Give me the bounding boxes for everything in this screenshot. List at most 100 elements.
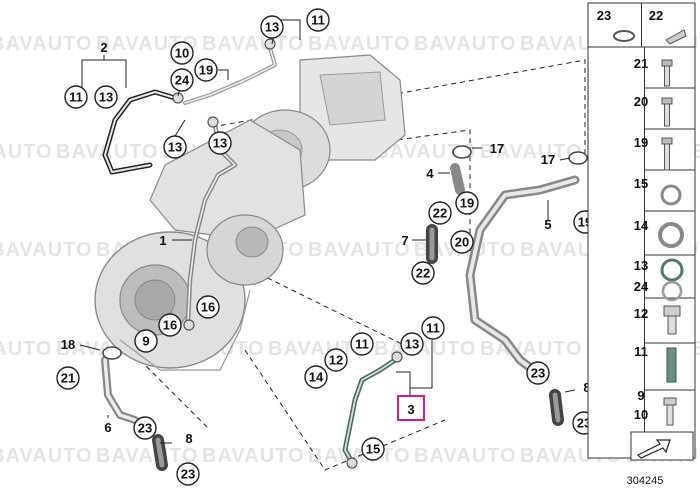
callout-c23b[interactable]: 23	[176, 462, 200, 486]
callout-c23c[interactable]: 23	[526, 361, 550, 385]
banjo-bolt-left	[172, 92, 184, 104]
gasket-part-17-right	[568, 151, 588, 165]
callout-c13a[interactable]: 13	[260, 15, 284, 39]
side-panel-number-p11[interactable]: 11	[634, 344, 648, 359]
callout-circle	[196, 295, 220, 319]
callout-c11d[interactable]: 11	[421, 316, 445, 340]
callout-c19b[interactable]: 19	[455, 191, 479, 215]
side-panel-number-p9[interactable]: 9	[637, 388, 644, 403]
leader-2-right	[104, 59, 127, 88]
callout-circle	[304, 365, 328, 389]
part-label-l18[interactable]: 18	[61, 337, 75, 352]
leader-17b	[559, 157, 571, 161]
compressor-outlet	[235, 226, 269, 258]
side-panel-number-p21[interactable]: 21	[634, 56, 648, 71]
callout-c11a[interactable]: 11	[306, 8, 330, 32]
highlight-frame	[397, 395, 425, 421]
callout-number: 11	[426, 321, 440, 336]
part-label-l1[interactable]: 1	[159, 233, 166, 248]
watermark-text: BAVAUTO	[0, 445, 93, 467]
callout-circle	[208, 131, 232, 155]
callout-c16b[interactable]: 16	[158, 313, 182, 337]
callout-number: 23	[181, 467, 195, 482]
upper-actuator-plate	[319, 71, 386, 126]
green-seal-ring-icon	[660, 258, 684, 282]
callout-circle	[450, 230, 474, 254]
callout-number: 11	[69, 90, 83, 105]
bolt-shank-icon	[664, 143, 670, 171]
callout-c10[interactable]: 10	[170, 41, 194, 65]
leader-dashed-mid	[234, 261, 411, 349]
side-panel-number-p13[interactable]: 13	[634, 258, 648, 273]
side-panel-number-p10[interactable]: 10	[634, 407, 648, 422]
callout-c13e[interactable]: 13	[400, 332, 424, 356]
part-label-l4[interactable]: 4	[426, 166, 434, 181]
callout-number: 19	[460, 196, 474, 211]
callout-c19a[interactable]: 19	[194, 58, 218, 82]
callout-circle	[400, 332, 424, 356]
leader-dashed-left	[139, 359, 211, 431]
callout-c11b[interactable]: 11	[64, 85, 88, 109]
leader-3-left	[396, 371, 411, 395]
callout-number: 9	[142, 334, 149, 349]
side-panel-number-p22[interactable]: 22	[649, 8, 663, 23]
callout-circle	[170, 41, 194, 65]
oil-feed-pipe-top-highlight	[184, 47, 276, 104]
plain-label-group: 2 17 17 4 5 7 1 18 6 8 8	[61, 40, 591, 446]
highlighted-part-box[interactable]: 3	[397, 395, 425, 421]
part-label-l2[interactable]: 2	[100, 40, 107, 55]
callout-number: 22	[416, 266, 430, 281]
callout-number: 23	[531, 366, 545, 381]
side-panel-number-p14[interactable]: 14	[634, 218, 649, 233]
part-label-l8a[interactable]: 8	[185, 431, 192, 446]
callout-circle	[194, 58, 218, 82]
side-panel-number-p23[interactable]: 23	[597, 8, 611, 23]
watermark-text: BAVAUTO	[308, 33, 411, 55]
banjo-bolt-thread-icon	[667, 315, 677, 335]
part-label-l17b[interactable]: 17	[541, 152, 555, 167]
callout-c13d[interactable]: 13	[208, 131, 232, 155]
highlighted-part-number: 3	[407, 402, 414, 417]
callout-c15[interactable]: 15	[361, 437, 385, 461]
side-panel-frame	[587, 2, 696, 459]
callout-c16a[interactable]: 16	[196, 295, 220, 319]
side-panel-part-pictograms	[613, 29, 694, 461]
part-label-l5[interactable]: 5	[544, 217, 551, 232]
callout-circle	[526, 361, 550, 385]
callout-c12[interactable]: 12	[324, 348, 348, 372]
clip-icon	[665, 29, 687, 45]
callout-circle	[421, 316, 445, 340]
leader-19a	[218, 69, 229, 80]
side-panel-number-p20[interactable]: 20	[634, 94, 648, 109]
callout-c20[interactable]: 20	[450, 230, 474, 254]
side-panel-number-p24[interactable]: 24	[634, 279, 649, 294]
callout-circle	[361, 437, 385, 461]
callout-c9[interactable]: 9	[134, 329, 158, 353]
callout-c14[interactable]: 14	[304, 365, 328, 389]
callout-c13c[interactable]: 13	[163, 135, 187, 159]
callout-c21[interactable]: 21	[56, 366, 80, 390]
callout-c22a[interactable]: 22	[428, 201, 452, 225]
gasket-part-18	[102, 346, 122, 360]
banjo-bolt-part-3-bottom	[346, 457, 358, 469]
side-panel-number-p15[interactable]: 15	[634, 176, 648, 191]
bolt-shank-icon	[664, 103, 670, 127]
callout-c11c[interactable]: 11	[350, 332, 374, 356]
callout-c13b[interactable]: 13	[94, 85, 118, 109]
part-label-l8b[interactable]: 8	[583, 380, 590, 395]
part-label-l6[interactable]: 6	[104, 420, 111, 435]
callout-c24[interactable]: 24	[170, 68, 194, 92]
turbocharger-illustration	[94, 54, 406, 371]
part-label-l7[interactable]: 7	[401, 233, 408, 248]
watermark-text: BAVAUTO	[374, 141, 477, 163]
callout-number: 11	[311, 13, 325, 28]
side-panel-number-p19[interactable]: 19	[634, 135, 648, 150]
part-label-l17a[interactable]: 17	[490, 141, 504, 156]
side-panel-number-p12[interactable]: 12	[634, 306, 648, 321]
callout-number: 16	[163, 318, 177, 333]
callout-c22b[interactable]: 22	[411, 261, 435, 285]
watermark-text: BAVAUTO	[96, 445, 199, 467]
callout-c23a[interactable]: 23	[133, 416, 157, 440]
leader-2-left	[81, 55, 105, 88]
